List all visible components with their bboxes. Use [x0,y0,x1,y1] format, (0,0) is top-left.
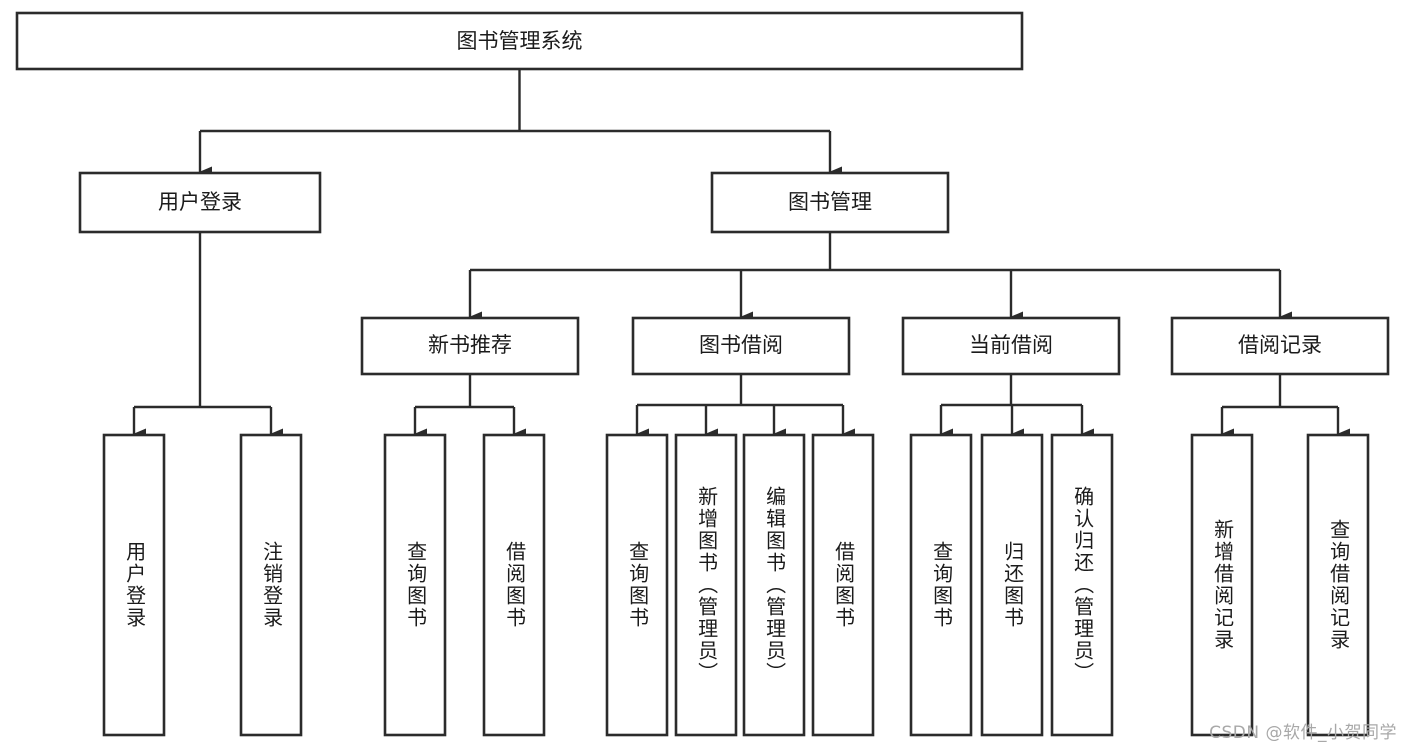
node-current-borrow-rect[interactable] [901,316,1121,376]
connector-group-current-borrow [939,374,1094,440]
node-leaf-edit-book-rect[interactable] [742,433,806,737]
node-book-borrow-rect[interactable] [631,316,851,376]
leaf-rect-group [102,433,1370,737]
node-book-manage[interactable]: 图书管理 [710,171,950,234]
csdn-watermark: CSDN @软件_小贺同学 [1209,723,1397,743]
node-new-book-rec-label: 新书推荐 [428,333,512,357]
node-leaf-user-login-rect[interactable] [102,433,166,737]
node-borrow-record-label: 借阅记录 [1238,333,1322,357]
node-new-book-rec-rect[interactable] [360,316,580,376]
node-leaf-add-record-rect[interactable] [1190,433,1254,737]
node-current-borrow[interactable]: 当前借阅 [901,316,1121,376]
connector-group-book-manage [468,232,1292,323]
node-user-login[interactable]: 用户登录 [78,171,322,234]
node-leaf-query-book-3-rect[interactable] [909,433,973,737]
node-root-label: 图书管理系统 [457,29,583,53]
node-leaf-add-book-rect[interactable] [674,433,738,737]
node-leaf-query-book-2-rect[interactable] [605,433,669,737]
node-leaf-borrow-book-2-rect[interactable] [811,433,875,737]
connector-group-borrow-record [1220,374,1350,440]
node-root[interactable]: 图书管理系统 [15,11,1024,71]
node-leaf-query-record-rect[interactable] [1306,433,1370,737]
node-borrow-record[interactable]: 借阅记录 [1170,316,1390,376]
node-leaf-return-book-rect[interactable] [980,433,1044,737]
connector-group-user-login [132,232,283,440]
node-leaf-borrow-book-1-rect[interactable] [482,433,546,737]
node-book-manage-rect[interactable] [710,171,950,234]
node-leaf-query-book-1-rect[interactable] [383,433,447,737]
node-leaf-logout-rect[interactable] [239,433,303,737]
node-book-borrow-label: 图书借阅 [699,333,783,357]
node-user-login-rect[interactable] [78,171,322,234]
node-leaf-confirm-return-rect[interactable] [1050,433,1114,737]
node-user-login-label: 用户登录 [158,190,242,214]
node-book-borrow[interactable]: 图书借阅 [631,316,851,376]
node-root-rect[interactable] [15,11,1024,71]
node-book-manage-label: 图书管理 [788,190,872,214]
node-borrow-record-rect[interactable] [1170,316,1390,376]
connector-group-new-book-rec [413,374,526,440]
node-current-borrow-label: 当前借阅 [969,333,1053,357]
connector-group-root [198,69,842,178]
connector-group-book-borrow [635,374,855,440]
node-new-book-rec[interactable]: 新书推荐 [360,316,580,376]
